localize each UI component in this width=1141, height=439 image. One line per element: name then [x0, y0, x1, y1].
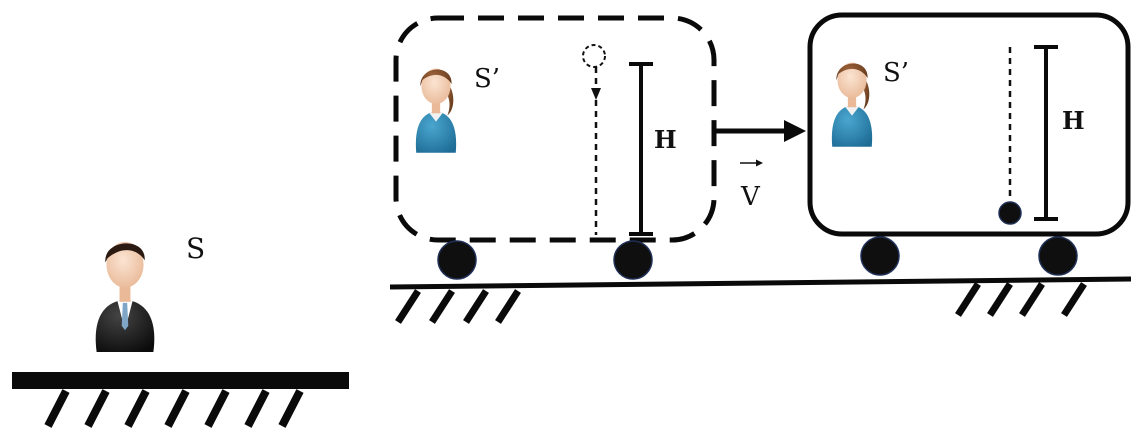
ground-observer-label: S — [186, 232, 205, 265]
height-bar-left — [629, 62, 653, 236]
track-hatching-left — [395, 289, 521, 324]
fall-arrow-icon — [591, 88, 601, 100]
woman-observer-icon — [831, 62, 873, 147]
vector-arrow-head-icon — [756, 159, 763, 167]
track-hatching-right — [955, 282, 1087, 317]
wheel — [860, 236, 900, 276]
ground-observer: S — [95, 232, 205, 352]
train-car-later: S’ H — [807, 12, 1131, 276]
velocity-indicator: V — [714, 120, 806, 212]
velocity-label: V — [740, 182, 761, 212]
height-bar-right — [1034, 45, 1058, 221]
wheel — [437, 240, 477, 280]
wheel — [1038, 236, 1078, 276]
track — [389, 276, 1132, 324]
ball-landed — [998, 201, 1022, 225]
ground-hatching — [44, 389, 304, 428]
man-observer-icon — [95, 241, 155, 352]
woman-observer-icon — [415, 68, 457, 153]
height-label-left: H — [654, 125, 677, 154]
car-outline-solid — [807, 12, 1131, 237]
arrow-right-icon — [784, 120, 806, 142]
wheel — [613, 240, 653, 280]
train-car-earlier: S’ H — [393, 15, 717, 280]
train-observer-label-left: S’ — [474, 64, 500, 94]
ground-platform — [12, 372, 349, 428]
train-observer-label-right: S’ — [883, 58, 909, 88]
height-label-right: H — [1062, 106, 1085, 135]
ball-start-ghost — [582, 44, 606, 68]
